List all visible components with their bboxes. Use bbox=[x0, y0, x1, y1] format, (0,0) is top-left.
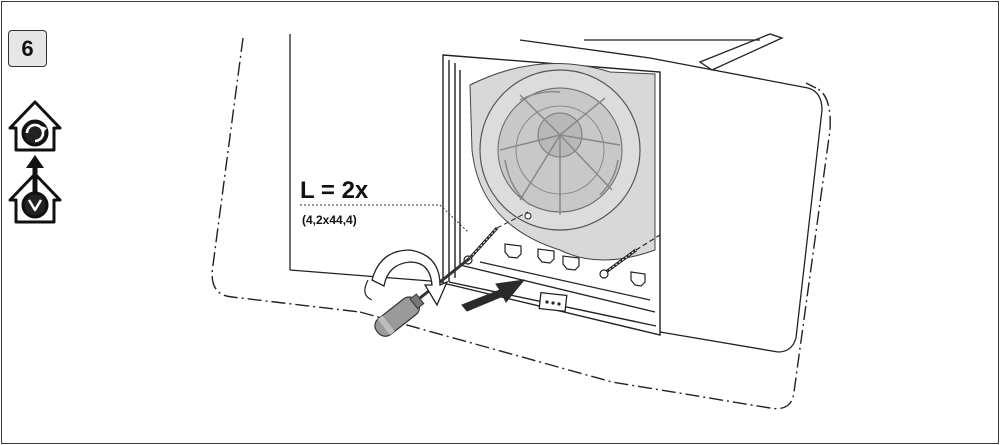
screw-guide-line bbox=[496, 211, 529, 229]
screw-dimensions-label: (4,2x44,4) bbox=[302, 213, 357, 227]
screw-right bbox=[599, 234, 661, 279]
hood-outline bbox=[211, 37, 831, 410]
fan-motor bbox=[469, 63, 656, 261]
screwdriver bbox=[374, 256, 471, 337]
rotation-arrow bbox=[364, 249, 449, 307]
screw-hole bbox=[524, 212, 532, 220]
step-number-badge: 6 bbox=[8, 30, 47, 67]
electrical-connector bbox=[538, 291, 568, 313]
mounting-brackets bbox=[479, 243, 651, 301]
back-panel bbox=[289, 33, 823, 353]
screw-quantity-label: L = 2x bbox=[300, 177, 369, 204]
recirculation-mode-icon bbox=[8, 100, 62, 152]
push-arrow bbox=[461, 279, 526, 312]
extraction-mode-icon bbox=[8, 155, 62, 224]
